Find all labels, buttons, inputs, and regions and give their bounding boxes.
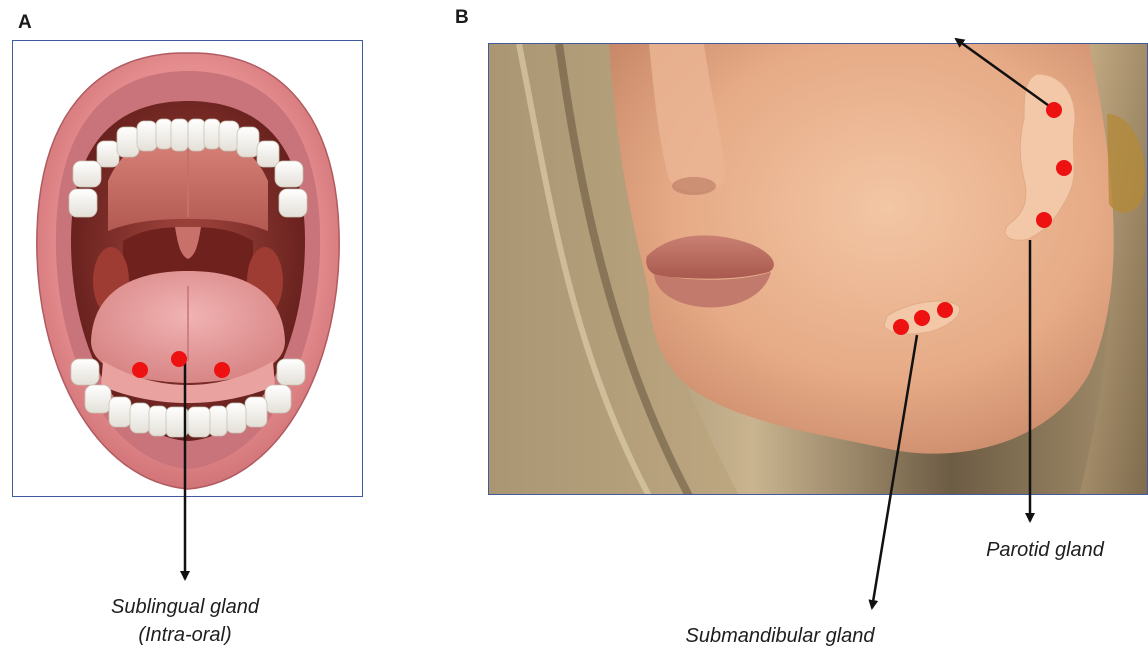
face-profile-image [489, 44, 1148, 495]
panel-letter-a: A [18, 12, 32, 34]
sublingual-gland-label-line2: (Intra-oral) [30, 621, 340, 649]
sublingual-gland-label: Sublingual gland (Intra-oral) [30, 593, 340, 649]
parotid-gland-label: Parotid gland [950, 536, 1140, 564]
face-photo-panel [488, 43, 1148, 495]
panel-letter-b: B [455, 7, 469, 29]
mouth-illustration-panel [12, 40, 363, 497]
sublingual-gland-label-line1: Sublingual gland [30, 593, 340, 621]
open-mouth-illustration [13, 41, 363, 497]
submandibular-gland-label: Submandibular gland [630, 622, 930, 650]
